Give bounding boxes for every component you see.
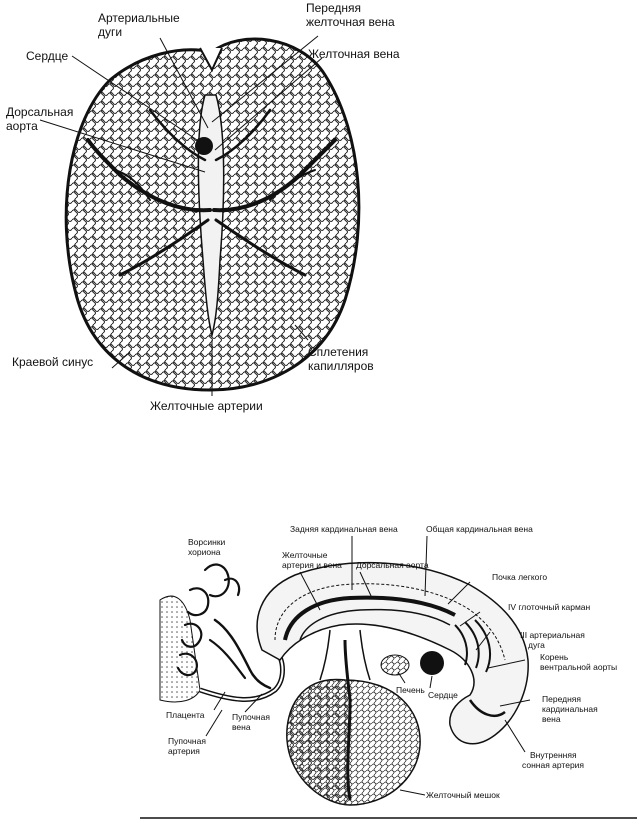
liver-shape (380, 654, 410, 676)
major-vessels (86, 108, 337, 277)
heart-shape (195, 137, 213, 155)
label-internal-carotid-2: сонная артерия (522, 760, 584, 770)
label-yolk-sac: Желточный мешок (426, 790, 500, 800)
placenta (159, 595, 201, 703)
label-liver: Печень (396, 685, 425, 695)
label-pharyngeal-pouch: IV глоточный карман (508, 602, 591, 612)
label-chorionic-villi-1: Ворсинки (188, 537, 226, 547)
label-internal-carotid-1: Внутренняя (530, 750, 577, 760)
label-anterior-cardinal-vein-3: вена (542, 714, 561, 724)
embryo-outline (256, 561, 529, 745)
yolk-sac-vessels-dark (286, 679, 350, 805)
label-arterial-arches-2: дуги (98, 25, 122, 39)
label-chorionic-villi-2: хориона (188, 547, 221, 557)
bottom-diagram: Задняя кардинальная вена Общая кардиналь… (140, 524, 637, 819)
head-vessels (468, 699, 506, 717)
heart-shape-bottom (420, 651, 444, 675)
notch (199, 47, 223, 73)
label-capillary-plexus-1: Сплетения (308, 345, 368, 359)
label-heart-bottom: Сердце (428, 690, 458, 700)
top-diagram: Артериальные дуги Передняя желточная вен… (6, 1, 400, 413)
cardinal-vein-vessel (299, 608, 451, 641)
embryo-body (197, 94, 225, 338)
label-dorsal-aorta-bottom: Дорсальная аорта (356, 560, 429, 570)
label-umbilical-vein-1: Пупочная (232, 712, 270, 722)
label-capillary-plexus-2: капилляров (308, 359, 374, 373)
label-arterial-arch-2: дуга (528, 640, 545, 650)
label-placenta: Плацента (166, 710, 205, 720)
pharyngeal-arches (454, 619, 491, 673)
label-vitelline-artery-vein-1: Желточные (282, 550, 328, 560)
label-umbilical-artery-1: Пупочная (168, 736, 206, 746)
label-dorsal-aorta-2: аорта (6, 119, 38, 133)
label-anterior-cardinal-vein-1: Передняя (542, 694, 581, 704)
bottom-leader-lines (205, 535, 531, 796)
label-lung-bud: Почка легкого (492, 572, 547, 582)
label-marginal-sinus: Краевой синус (12, 355, 93, 369)
label-heart: Сердце (26, 49, 68, 63)
label-ventral-aorta-root-1: Корень (540, 652, 569, 662)
dorsal-aorta-vessel (283, 595, 456, 641)
neural-tube (274, 583, 506, 661)
top-leader-lines (39, 35, 323, 396)
chorionic-villi (176, 563, 272, 690)
label-posterior-cardinal-vein: Задняя кардинальная вена (290, 524, 398, 534)
label-common-cardinal-vein: Общая кардинальная вена (426, 524, 533, 534)
label-vitelline-vein: Желточная вена (308, 47, 400, 61)
label-dorsal-aorta-1: Дорсальная (6, 105, 73, 119)
label-anterior-cardinal-vein-2: кардинальная (542, 704, 598, 714)
label-vitelline-arteries: Желточные артерии (150, 399, 263, 413)
label-vitelline-artery-vein-2: артерия и вена (282, 560, 342, 570)
yolk-stalk (319, 629, 371, 681)
label-umbilical-artery-2: артерия (168, 746, 200, 756)
label-anterior-vitelline-vein-2: желточная вена (306, 15, 395, 29)
label-arterial-arch-1: III артериальная (520, 630, 585, 640)
label-anterior-vitelline-vein-1: Передняя (306, 1, 361, 15)
label-ventral-aorta-root-2: вентральной аорты (540, 662, 617, 672)
label-umbilical-vein-2: вена (232, 722, 251, 732)
label-arterial-arches-1: Артериальные (98, 11, 180, 25)
